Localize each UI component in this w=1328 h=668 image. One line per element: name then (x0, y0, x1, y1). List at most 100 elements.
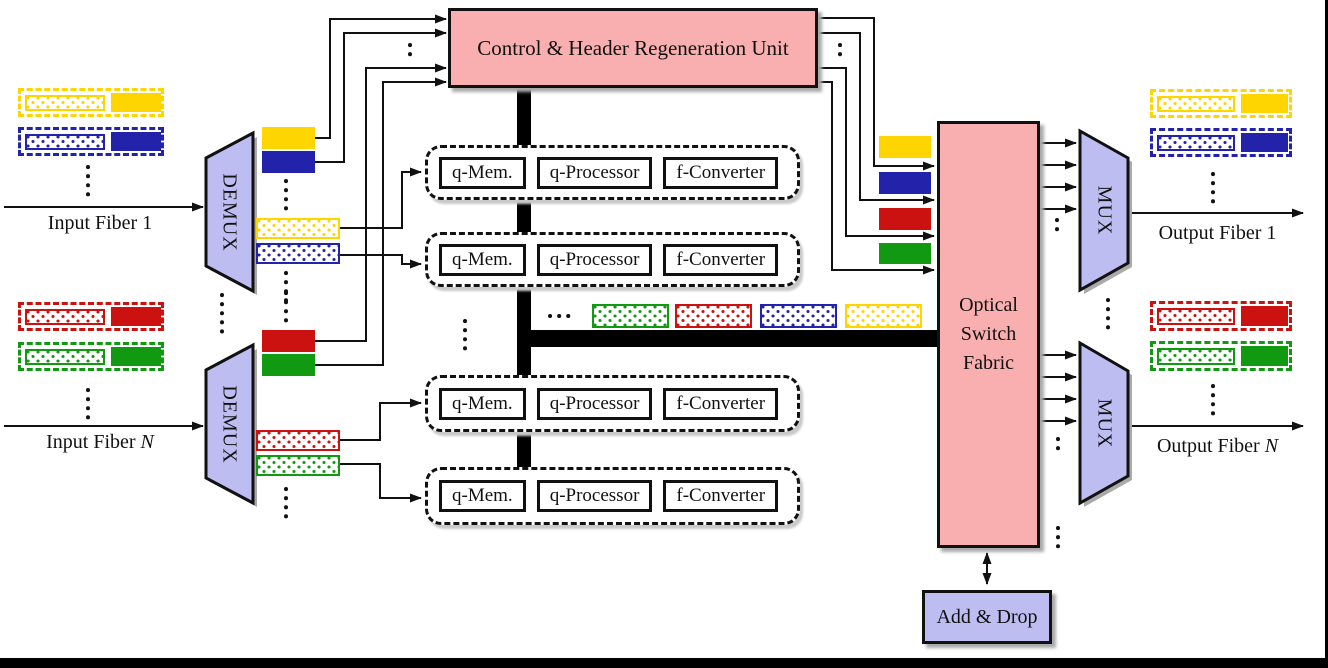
payload-green (1157, 348, 1235, 365)
output-fiber-1-text: Output Fiber 1 (1158, 222, 1277, 244)
right-edge-bar (1325, 0, 1328, 668)
outputN-packet-green (1150, 341, 1292, 371)
output-fiber-1-label: Output Fiber 1 (1135, 222, 1300, 245)
demux-1-label: DEMUX (219, 172, 241, 252)
header-red-to-control (315, 63, 447, 342)
mux-1-shape (1078, 128, 1132, 294)
inputN-packet-green (18, 342, 164, 371)
demux1-payload-blue (256, 243, 340, 264)
optical-switch-fabric: Optical Switch Fabric (937, 121, 1040, 548)
add-drop-label: Add & Drop (936, 605, 1038, 628)
demux-n: DEMUX (206, 345, 253, 503)
signal-lines (4, 14, 1304, 585)
regen-header-green (879, 243, 931, 264)
ellipsis-dots (86, 43, 1215, 550)
mux-1-label: MUX (1093, 185, 1116, 236)
header-blue-to-control (315, 28, 447, 163)
bus-payload-yellow (845, 304, 922, 328)
input-fiber-1-text: Input Fiber 1 (47, 212, 153, 234)
bottom-edge-bar (0, 658, 1328, 668)
q-processor-box-4: q-Processor (536, 480, 653, 512)
header-red (111, 307, 161, 326)
processing-unit-2: q-Mem. q-Processor f-Converter (425, 232, 800, 287)
q-mem-box-4: q-Mem. (439, 480, 526, 512)
payload-red (1157, 308, 1235, 325)
demux-1: DEMUX (206, 133, 253, 291)
fiber-n-symbol: N (140, 431, 154, 453)
header-blue (111, 132, 161, 151)
q-mem-box-2: q-Mem. (439, 243, 526, 276)
f-converter-box-2: f-Converter (663, 243, 779, 276)
demux-1-shape (204, 130, 257, 295)
payload-yellow-to-unit1 (340, 167, 422, 229)
fabric-label-line2: Switch (960, 323, 1017, 345)
regen-header-yellow (879, 136, 931, 158)
demuxN-header-green (262, 354, 315, 376)
bus-payload-red (675, 304, 752, 328)
fiber-n-symbol: N (1264, 435, 1279, 457)
input-fiber-1-label: Input Fiber 1 (20, 212, 180, 235)
payload-red (25, 309, 105, 325)
q-mem-box-3: q-Mem. (439, 387, 526, 420)
processing-unit-4: q-Mem. q-Processor f-Converter (425, 467, 800, 525)
f-converter-box-4: f-Converter (663, 480, 779, 512)
demux1-header-blue (262, 151, 315, 173)
input-fiber-n-text: Input Fiber (46, 431, 136, 453)
payload-yellow (25, 95, 105, 111)
header-green-to-control (315, 77, 447, 366)
output1-packet-blue (1150, 128, 1292, 157)
q-mem-box-1: q-Mem. (439, 156, 526, 189)
regen-header-red (879, 208, 931, 230)
input1-packet-blue (18, 127, 164, 156)
control-to-fabric-2 (818, 32, 935, 205)
output-fiber-n-text: Output Fiber (1156, 435, 1260, 457)
payload-yellow (1157, 96, 1235, 112)
demux1-header-yellow (262, 127, 315, 149)
f-converter-box-1: f-Converter (663, 156, 779, 189)
bus-payload-green (592, 304, 669, 328)
demux-n-label: DEMUX (219, 384, 241, 464)
demuxN-payload-red (256, 430, 340, 451)
mux-2-label: MUX (1093, 398, 1116, 448)
input-fiber-n-label: Input Fiber N (20, 431, 180, 454)
demuxN-payload-green (256, 455, 340, 476)
f-converter-box-3: f-Converter (663, 387, 779, 420)
header-yellow-to-control (315, 14, 447, 139)
mux-1: MUX (1080, 131, 1128, 290)
fabric-label-line1: Optical (959, 294, 1018, 316)
control-to-fabric-3 (818, 67, 935, 241)
payload-blue (25, 134, 105, 150)
control-to-fabric-4 (818, 81, 935, 275)
mux-2-shape (1078, 340, 1132, 507)
q-processor-box-1: q-Processor (536, 156, 653, 189)
processing-unit-1: q-Mem. q-Processor f-Converter (425, 145, 800, 200)
output-fiber-n-label: Output Fiber N (1135, 435, 1300, 458)
header-red (1241, 306, 1288, 326)
q-processor-box-3: q-Processor (536, 387, 653, 420)
regen-header-blue (879, 172, 931, 194)
control-header-regeneration-unit: Control & Header Regeneration Unit (448, 8, 818, 88)
payload-red-to-unit3 (340, 398, 422, 441)
demuxN-header-red (262, 330, 315, 352)
bus-payload-blue (760, 304, 837, 328)
outputN-packet-red (1150, 301, 1292, 331)
header-green (1241, 346, 1288, 366)
fabric-label-line3: Fabric (962, 352, 1015, 374)
inputN-packet-red (18, 302, 164, 331)
processing-unit-3: q-Mem. q-Processor f-Converter (425, 375, 800, 432)
output1-packet-yellow (1150, 89, 1292, 118)
header-blue (1241, 133, 1288, 152)
header-yellow (111, 93, 161, 112)
header-green (111, 347, 161, 366)
demux-n-shape (204, 342, 257, 507)
header-yellow (1241, 94, 1288, 113)
payload-green-to-unit4 (340, 463, 422, 503)
payload-green (25, 349, 105, 365)
input1-packet-yellow (18, 88, 164, 117)
payload-blue (1157, 135, 1235, 151)
mux-2: MUX (1080, 343, 1128, 503)
add-drop-box: Add & Drop (922, 590, 1052, 644)
payload-blue-to-unit2 (340, 254, 422, 269)
